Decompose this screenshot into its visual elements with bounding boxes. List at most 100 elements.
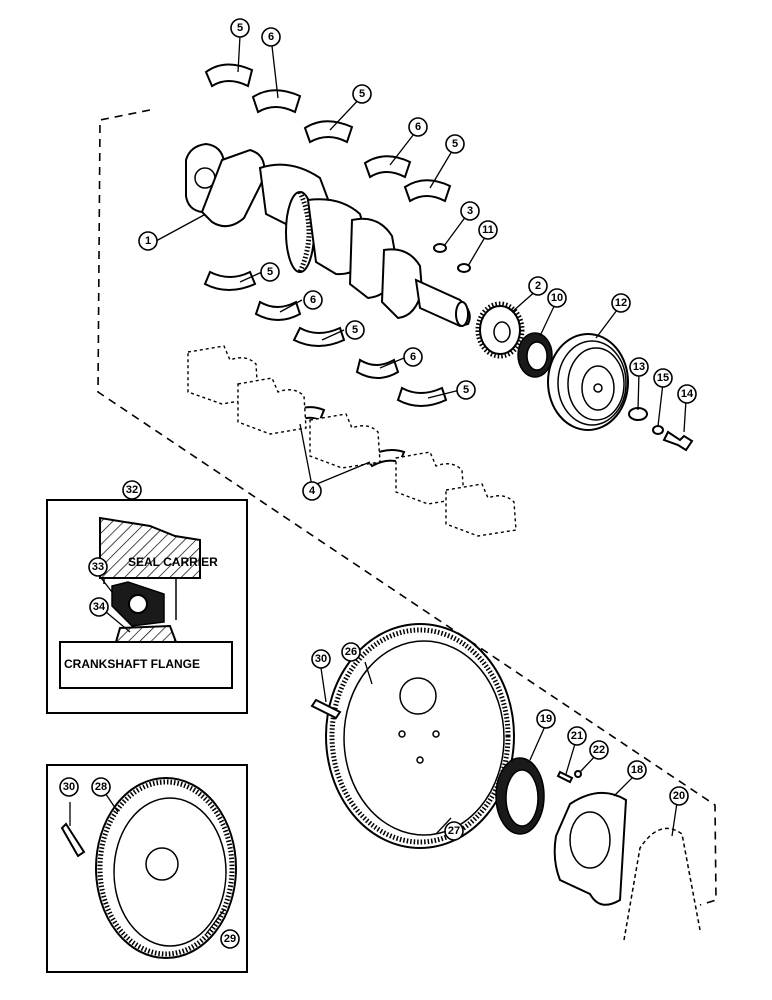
callout-5: 5 xyxy=(445,134,465,154)
svg-text:5: 5 xyxy=(463,384,469,396)
callout-30: 30 xyxy=(59,777,79,797)
svg-text:14: 14 xyxy=(681,388,694,400)
rear-gasket xyxy=(623,827,701,941)
svg-text:1: 1 xyxy=(145,235,151,247)
callout-28: 28 xyxy=(91,777,111,797)
flywheel-alternate xyxy=(95,777,237,959)
svg-text:28: 28 xyxy=(95,781,107,793)
callout-11: 11 xyxy=(478,220,498,240)
svg-text:15: 15 xyxy=(657,372,669,384)
crankshaft-flange-label: CRANKSHAFT FLANGE xyxy=(64,657,200,671)
svg-text:18: 18 xyxy=(631,764,643,776)
pulley-bolt xyxy=(662,430,694,452)
callout-30: 30 xyxy=(311,649,331,669)
callout-13: 13 xyxy=(629,357,649,377)
svg-text:29: 29 xyxy=(224,933,236,945)
svg-text:6: 6 xyxy=(268,31,274,43)
bearing-shell xyxy=(396,386,448,407)
lock-washer xyxy=(652,425,664,435)
svg-text:20: 20 xyxy=(673,790,685,802)
flywheel-bolt xyxy=(310,698,342,720)
svg-text:27: 27 xyxy=(448,825,460,837)
key-part-3 xyxy=(433,243,447,253)
bearing-shell xyxy=(292,326,346,347)
garter-spring xyxy=(128,594,148,614)
callout-26: 26 xyxy=(341,642,361,662)
callout-12: 12 xyxy=(611,293,631,313)
callout-5: 5 xyxy=(345,320,365,340)
callout-21: 21 xyxy=(567,726,587,746)
callout-5: 5 xyxy=(230,18,250,38)
callout-34: 34 xyxy=(89,597,109,617)
callout-14: 14 xyxy=(677,384,697,404)
callout-10: 10 xyxy=(547,288,567,308)
callout-20: 20 xyxy=(669,786,689,806)
upper-bearing-shells xyxy=(204,63,452,203)
svg-text:5: 5 xyxy=(237,22,243,34)
svg-text:19: 19 xyxy=(540,713,552,725)
svg-text:12: 12 xyxy=(615,297,627,309)
svg-text:22: 22 xyxy=(593,744,605,756)
bearing-shell xyxy=(403,179,452,203)
key-part-11 xyxy=(457,263,471,273)
bearing-shell xyxy=(204,63,254,88)
assembly-dashed-outline xyxy=(97,109,717,906)
svg-text:6: 6 xyxy=(310,294,316,306)
crankshaft xyxy=(185,142,471,328)
svg-text:5: 5 xyxy=(359,88,365,100)
callout-6: 6 xyxy=(403,347,423,367)
svg-text:6: 6 xyxy=(410,351,416,363)
svg-text:34: 34 xyxy=(93,601,106,613)
seal-carrier-label: SEAL CARRIER xyxy=(128,555,218,569)
svg-text:6: 6 xyxy=(415,121,421,133)
bearing-shell xyxy=(363,155,412,179)
svg-text:21: 21 xyxy=(571,730,583,742)
svg-text:5: 5 xyxy=(267,266,273,278)
main-bearing-caps xyxy=(187,345,517,537)
callout-1: 1 xyxy=(138,231,158,251)
rear-seal-carrier xyxy=(553,792,628,906)
callout-18: 18 xyxy=(627,760,647,780)
callout-29: 29 xyxy=(220,929,240,949)
svg-text:32: 32 xyxy=(126,484,138,496)
crank-pulley xyxy=(547,333,629,431)
callout-19: 19 xyxy=(536,709,556,729)
callout-22: 22 xyxy=(589,740,609,760)
crankshaft-flange-body xyxy=(59,641,233,689)
bearing-shell xyxy=(203,270,257,291)
svg-text:30: 30 xyxy=(63,781,75,793)
callout-2: 2 xyxy=(528,276,548,296)
bearing-shell xyxy=(251,89,302,114)
svg-text:4: 4 xyxy=(309,485,316,497)
svg-text:26: 26 xyxy=(345,646,357,658)
svg-text:2: 2 xyxy=(535,280,541,292)
callout-27: 27 xyxy=(444,821,464,841)
callout-5: 5 xyxy=(260,262,280,282)
svg-text:5: 5 xyxy=(452,138,458,150)
svg-text:5: 5 xyxy=(352,324,358,336)
rear-seal xyxy=(495,757,545,835)
svg-text:30: 30 xyxy=(315,653,327,665)
svg-text:13: 13 xyxy=(633,361,645,373)
flywheel-bolt-inset xyxy=(60,822,86,858)
callout-33: 33 xyxy=(88,557,108,577)
retainer-screw xyxy=(556,770,574,784)
callout-6: 6 xyxy=(408,117,428,137)
retainer-screw-small xyxy=(574,770,582,778)
rear-seal-carrier-bore xyxy=(569,811,611,869)
bearing-shell xyxy=(303,120,354,144)
callout-6: 6 xyxy=(303,290,323,310)
callout-15: 15 xyxy=(653,368,673,388)
callout-5: 5 xyxy=(456,380,476,400)
callout-32: 32 xyxy=(122,480,142,500)
callout-4: 4 xyxy=(302,481,322,501)
crank-gear xyxy=(475,301,525,359)
callout-5: 5 xyxy=(352,84,372,104)
front-seal xyxy=(517,332,553,378)
svg-text:33: 33 xyxy=(92,561,104,573)
flywheel-manual xyxy=(325,623,515,849)
svg-text:11: 11 xyxy=(482,224,494,236)
callout-6: 6 xyxy=(261,27,281,47)
svg-text:10: 10 xyxy=(551,292,563,304)
